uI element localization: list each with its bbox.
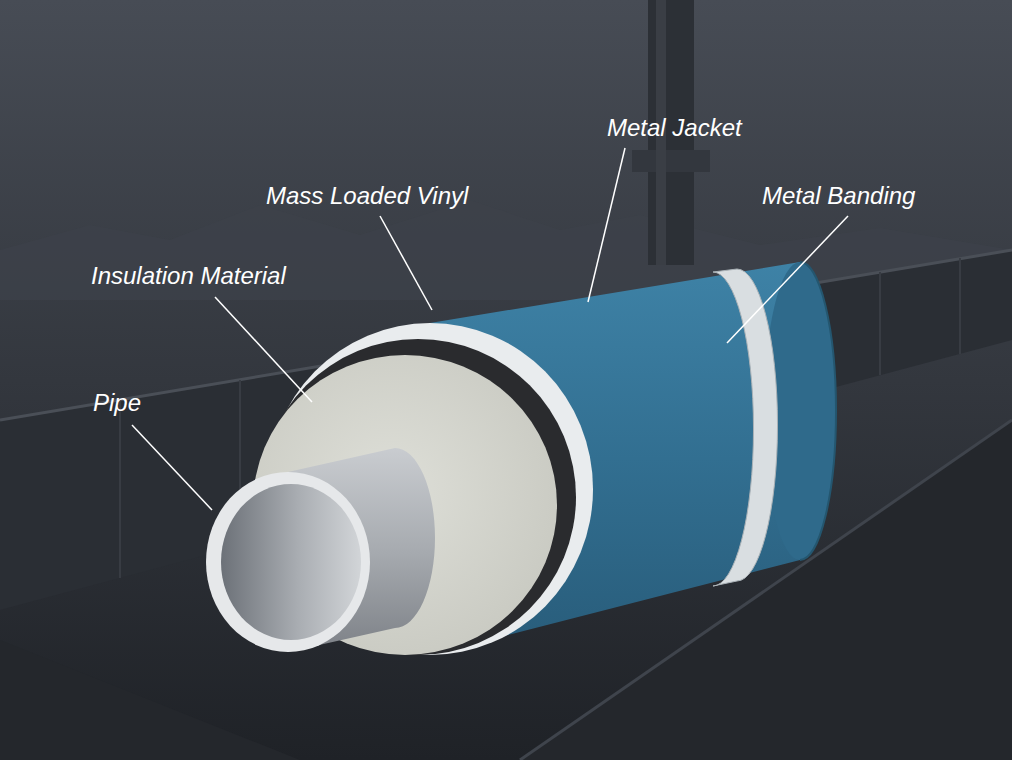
leader-line — [380, 216, 432, 310]
tower-flange — [632, 150, 710, 172]
part-label: Pipe — [93, 389, 141, 418]
leader-line — [727, 216, 848, 343]
pipe-bore — [221, 484, 361, 640]
pipe-rim — [206, 472, 370, 652]
leader-line — [215, 297, 312, 402]
metal-band — [713, 269, 778, 586]
background-pipeline-3 — [0, 640, 300, 760]
leader-line — [588, 148, 625, 302]
part-label: Metal Jacket — [607, 114, 742, 143]
metal-jacket-end-edge — [800, 262, 836, 560]
leader-line — [132, 425, 212, 510]
part-label: Metal Banding — [762, 182, 915, 211]
part-label: Insulation Material — [91, 262, 286, 291]
part-label: Mass Loaded Vinyl — [266, 182, 468, 211]
